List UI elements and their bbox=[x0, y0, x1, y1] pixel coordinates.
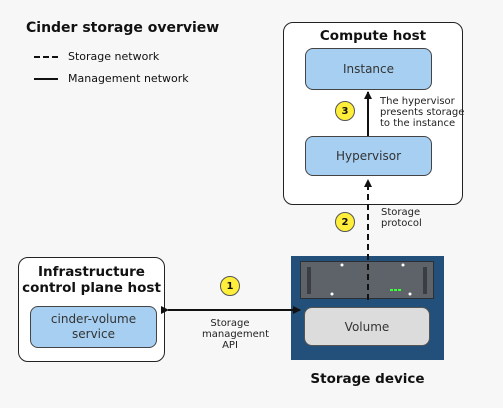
instance-label: Instance bbox=[342, 61, 395, 76]
step-3-badge: 3 bbox=[335, 101, 355, 121]
legend-management-network: Management network bbox=[34, 72, 189, 85]
legend-storage-label: Storage network bbox=[68, 50, 160, 63]
cinder-volume-service-line: service bbox=[72, 327, 115, 341]
step-3-note-line: The hypervisor bbox=[380, 96, 455, 107]
status-led bbox=[398, 289, 401, 291]
drawer-screw bbox=[401, 263, 405, 267]
cinder-volume-service-box: cinder-volume service bbox=[30, 306, 157, 348]
legend-storage-network: Storage network bbox=[34, 50, 159, 63]
drawer-screw bbox=[330, 292, 334, 296]
dashed-line-icon bbox=[34, 55, 58, 58]
step-2-number: 2 bbox=[341, 216, 349, 228]
instance-box: Instance bbox=[305, 48, 432, 90]
hypervisor-label: Hypervisor bbox=[335, 148, 402, 163]
status-led bbox=[394, 289, 397, 291]
management-api-note: Storage management API bbox=[202, 318, 269, 351]
step-3-note: The hypervisor presents storage to the i… bbox=[380, 96, 464, 129]
drawer-screw bbox=[340, 263, 344, 267]
step-2-badge: 2 bbox=[335, 212, 355, 232]
step-1-number: 1 bbox=[226, 280, 234, 292]
step-3-note-line: to the instance bbox=[380, 118, 456, 129]
management-api-note-line: Storage bbox=[210, 318, 250, 329]
storage-protocol-note: Storage protocol bbox=[381, 207, 422, 229]
compute-host-title: Compute host bbox=[319, 28, 427, 44]
volume-label: Volume bbox=[344, 319, 390, 334]
step-1-badge: 1 bbox=[220, 276, 240, 296]
hypervisor-box: Hypervisor bbox=[305, 136, 432, 176]
management-api-note-line: API bbox=[222, 340, 238, 351]
infrastructure-host-title: Infrastructure control plane host bbox=[19, 264, 164, 296]
cinder-volume-service-line: cinder-volume bbox=[50, 312, 137, 326]
solid-line-icon bbox=[34, 77, 58, 80]
diagram-title: Cinder storage overview bbox=[26, 20, 220, 36]
drawer-handle-left bbox=[307, 267, 311, 294]
infrastructure-host-title-line: control plane host bbox=[22, 280, 161, 296]
drawer-screw bbox=[408, 292, 412, 296]
storage-protocol-note-line: protocol bbox=[381, 218, 422, 229]
storage-protocol-note-line: Storage bbox=[381, 207, 421, 218]
volume-box: Volume bbox=[304, 307, 430, 346]
management-api-note-line: management bbox=[202, 329, 269, 340]
step-3-number: 3 bbox=[341, 105, 349, 117]
infrastructure-host-title-line: Infrastructure bbox=[38, 264, 145, 280]
status-led bbox=[390, 289, 393, 291]
legend-management-label: Management network bbox=[68, 72, 189, 85]
step-3-note-line: presents storage bbox=[380, 107, 465, 118]
drawer-handle-right bbox=[423, 267, 427, 294]
storage-device-label: Storage device bbox=[310, 371, 425, 387]
